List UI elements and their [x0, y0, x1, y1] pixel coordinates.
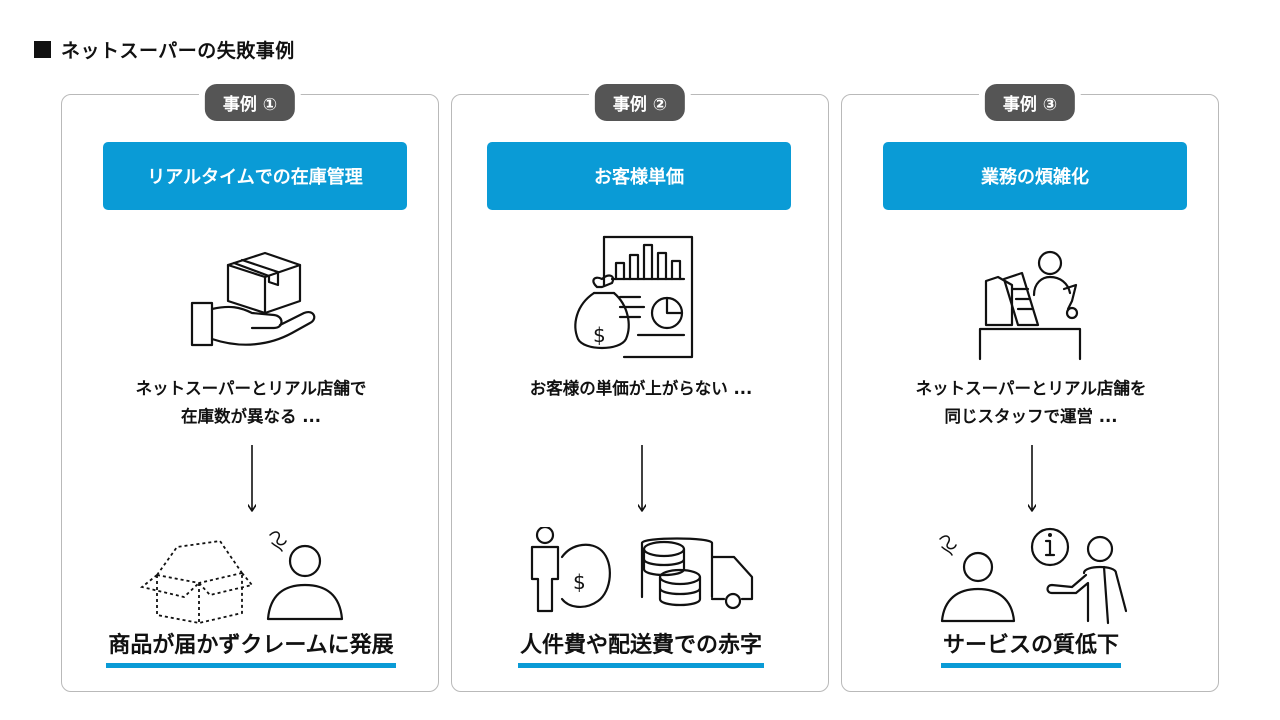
down-arrow-icon — [638, 445, 646, 512]
case-description: ネットスーパーとリアル店舗を 同じスタッフで運営 ... — [915, 379, 1147, 426]
case-description: お客様の単価が上がらない ... — [529, 379, 753, 398]
case-card-3: 事例 ③ 業務の煩雑化 ネットスーパーとリアル店舗を 同じスタッフで運営 ...… — [841, 78, 1220, 692]
hand-holding-box-icon — [190, 251, 316, 347]
title-square-icon — [34, 41, 51, 58]
case-result: 商品が届かずクレームに発展 — [62, 631, 440, 668]
person-cost-icon: $ — [530, 527, 611, 613]
staff-service-icon — [939, 527, 1128, 625]
page-title: ネットスーパーの失敗事例 — [34, 36, 295, 63]
frustrated-person-icon — [266, 531, 344, 621]
case-badge: 事例 ① — [198, 78, 302, 127]
info-staff-icon — [1030, 527, 1128, 625]
cost-delivery-icon: $ — [530, 527, 754, 613]
delivery-truck-icon — [640, 537, 754, 610]
case-description: ネットスーパーとリアル店舗で 在庫数が異なる ... — [135, 379, 367, 426]
case-category: 業務の煩雑化 — [883, 142, 1187, 210]
case-card-1: 事例 ① リアルタイムでの在庫管理 ネットスーパーとリアル店舗で 在庫数が異なる… — [61, 78, 440, 692]
sales-report-icon: $ — [574, 235, 694, 359]
empty-box-frustrated-icon — [139, 531, 344, 624]
cashier-icon — [978, 250, 1082, 361]
svg-text:$: $ — [593, 323, 606, 347]
case-category: リアルタイムでの在庫管理 — [103, 142, 407, 210]
case-result-text: 商品が届かずクレームに発展 — [106, 631, 396, 668]
page-title-text: ネットスーパーの失敗事例 — [61, 40, 295, 62]
case-result: 人件費や配送費での赤字 — [452, 631, 830, 668]
case-result-text: 人件費や配送費での赤字 — [517, 631, 764, 668]
empty-box-icon — [139, 540, 254, 624]
case-category: お客様単価 — [487, 142, 791, 210]
case-badge: 事例 ③ — [978, 78, 1082, 127]
down-arrow-icon — [248, 445, 256, 512]
frustrated-person-icon — [939, 535, 1016, 623]
case-result-text: サービスの質低下 — [940, 631, 1121, 668]
case-card-2: 事例 ② お客様単価 $ お客様の単価が上がらない ... $ — [451, 78, 830, 692]
down-arrow-icon — [1028, 445, 1036, 512]
case-badge: 事例 ② — [588, 78, 692, 127]
svg-text:$: $ — [573, 570, 586, 594]
case-result: サービスの質低下 — [842, 631, 1220, 668]
